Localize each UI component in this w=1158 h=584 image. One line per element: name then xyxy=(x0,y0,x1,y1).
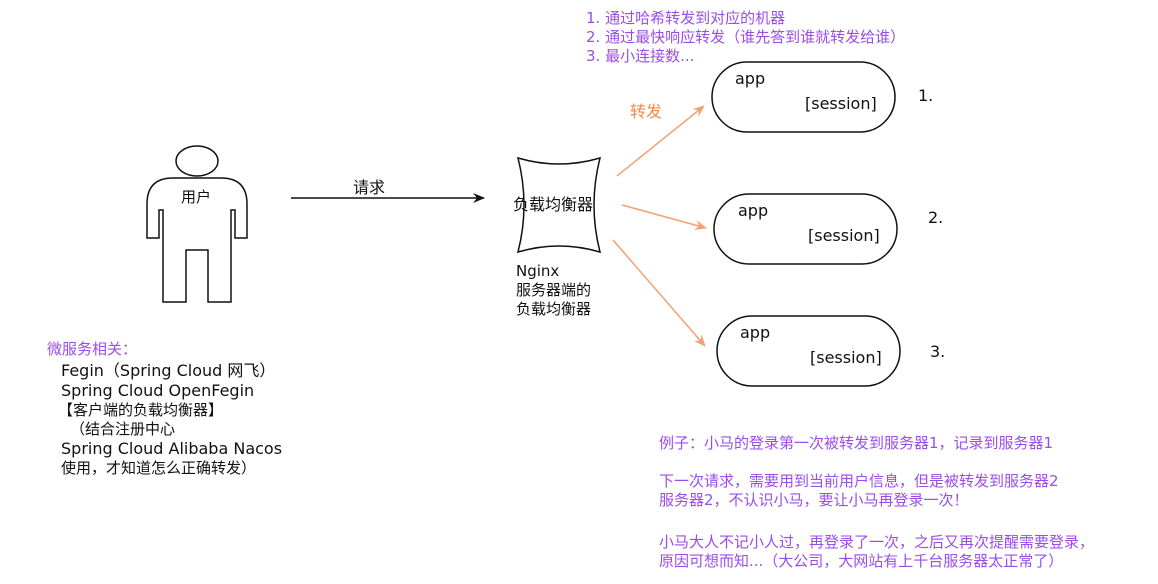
example-line-1: 例子：小马的登录第一次被转发到服务器1，记录到服务器1 xyxy=(659,434,1054,452)
server-2-app: app xyxy=(738,201,769,220)
example-line-5: 原因可想而知...（大公司，大网站有上千台服务器太正常了） xyxy=(659,552,1064,570)
server-1-app: app xyxy=(735,69,766,88)
microservices-line-6: 使用，才知道怎么正确转发） xyxy=(61,459,257,477)
server-3-index: 3. xyxy=(930,342,946,361)
server-box-3 xyxy=(716,315,901,387)
server-2-session: [session] xyxy=(808,226,880,245)
server-3-session: [session] xyxy=(810,348,882,367)
server-box-2 xyxy=(713,193,898,265)
microservices-line-4: （结合注册中心 xyxy=(70,420,176,438)
server-1-index: 1. xyxy=(918,86,934,105)
lb-caption-line-1: Nginx xyxy=(516,262,560,280)
microservices-line-5: Spring Cloud Alibaba Nacos xyxy=(61,439,283,458)
example-line-3: 服务器2，不认识小马，要让小马再登录一次！ xyxy=(659,491,969,509)
forward-arrow-2 xyxy=(621,204,707,230)
strategy-2: 2. 通过最快响应转发（谁先答到谁就转发给谁） xyxy=(586,28,906,46)
forward-arrow-3 xyxy=(612,239,706,347)
microservices-title: 微服务相关： xyxy=(47,340,138,358)
lb-caption-line-3: 负载均衡器 xyxy=(516,300,592,318)
request-label: 请求 xyxy=(353,178,386,197)
microservices-line-3: 【客户端的负载均衡器】 xyxy=(58,401,224,419)
forward-label: 转发 xyxy=(630,102,663,121)
example-line-4: 小马大人不记小人过，再登录了一次，之后又再次提醒需要登录， xyxy=(659,533,1095,551)
user-label: 用户 xyxy=(181,188,212,206)
forward-arrow-1 xyxy=(616,105,705,177)
strategy-1: 1. 通过哈希转发到对应的机器 xyxy=(586,9,786,27)
server-1-session: [session] xyxy=(805,94,877,113)
server-2-index: 2. xyxy=(928,208,944,227)
microservices-line-1: Fegin（Spring Cloud 网飞） xyxy=(61,361,276,380)
load-balancer-shape xyxy=(516,156,602,254)
user-figure xyxy=(146,145,248,303)
server-3-app: app xyxy=(740,323,771,342)
strategy-3: 3. 最小连接数... xyxy=(586,47,695,65)
server-box-1 xyxy=(711,61,896,133)
load-balancer-label: 负载均衡器 xyxy=(513,195,594,214)
microservices-line-2: Spring Cloud OpenFegin xyxy=(61,381,255,400)
example-line-2: 下一次请求，需要用到当前用户信息，但是被转发到服务器2 xyxy=(659,472,1059,490)
lb-caption-line-2: 服务器端的 xyxy=(516,281,592,299)
